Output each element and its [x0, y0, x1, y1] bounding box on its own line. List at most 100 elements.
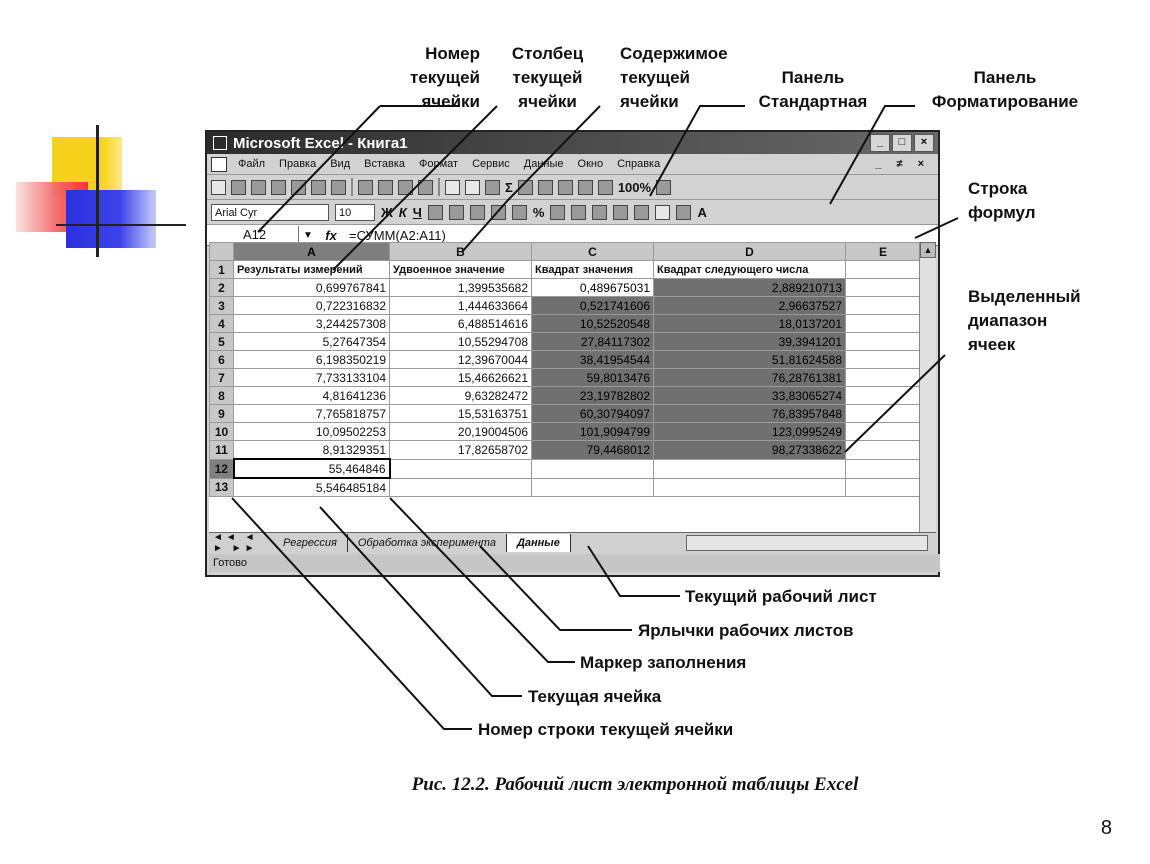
table-cell[interactable]: 60,30794097: [531, 404, 654, 423]
row-header[interactable]: 10: [209, 422, 234, 441]
table-cell[interactable]: 10,52520548: [531, 314, 654, 333]
table-cell[interactable]: 5,27647354: [233, 332, 390, 351]
row-header[interactable]: 7: [209, 368, 234, 387]
table-cell[interactable]: 2,889210713: [653, 278, 846, 297]
preview-icon[interactable]: [311, 179, 326, 195]
row-header[interactable]: 2: [209, 278, 234, 297]
row-header[interactable]: 3: [209, 296, 234, 315]
table-cell[interactable]: 8,91329351: [233, 440, 390, 460]
row-header[interactable]: 4: [209, 314, 234, 333]
table-cell[interactable]: 76,83957848: [653, 404, 846, 423]
percent-button[interactable]: %: [532, 204, 545, 220]
cell-c13[interactable]: [531, 477, 654, 497]
menu-data[interactable]: Данные: [523, 158, 564, 170]
table-cell[interactable]: 9,63282472: [389, 386, 532, 405]
table-cell[interactable]: 20,19004506: [389, 422, 532, 441]
drawing-icon[interactable]: [597, 179, 613, 195]
table-cell[interactable]: 10,55294708: [389, 332, 532, 351]
row-header[interactable]: 11: [209, 440, 234, 460]
font-color-icon[interactable]: A: [697, 204, 707, 220]
table-cell[interactable]: 33,83065274: [653, 386, 846, 405]
tab-navigation-arrows[interactable]: ◄◄ ◄ ► ►►: [213, 532, 258, 554]
table-cell[interactable]: 3,244257308: [233, 314, 390, 333]
table-cell[interactable]: 15,46626621: [389, 368, 532, 387]
cell-d12[interactable]: [653, 458, 846, 479]
cell-b13[interactable]: [389, 477, 532, 497]
empty-cell[interactable]: [845, 296, 921, 315]
table-cell[interactable]: 6,198350219: [233, 350, 390, 369]
table-cell[interactable]: 59,8013476: [531, 368, 654, 387]
menu-view[interactable]: Вид: [330, 158, 351, 170]
vertical-scrollbar[interactable]: ▲: [919, 242, 936, 532]
table-cell[interactable]: 2,96637527: [653, 296, 846, 315]
new-icon[interactable]: [211, 179, 226, 195]
spell-icon[interactable]: [331, 179, 346, 195]
column-header-d[interactable]: D: [653, 242, 846, 261]
column-header-c[interactable]: C: [531, 242, 654, 261]
tab-experiment[interactable]: Обработка эксперимента: [348, 534, 507, 552]
horizontal-scrollbar[interactable]: [686, 535, 928, 551]
menu-insert[interactable]: Вставка: [364, 158, 406, 170]
format-painter-icon[interactable]: [418, 179, 433, 195]
menu-tools[interactable]: Сервис: [472, 158, 510, 170]
italic-button[interactable]: К: [398, 204, 407, 220]
table-cell[interactable]: 15,53163751: [389, 404, 532, 423]
empty-cell[interactable]: [845, 422, 921, 441]
print-icon[interactable]: [291, 179, 306, 195]
chevron-down-icon[interactable]: ▼: [303, 229, 313, 241]
menu-format[interactable]: Формат: [419, 158, 459, 170]
cell-c1[interactable]: Квадрат значения: [531, 260, 654, 279]
table-cell[interactable]: 27,84117302: [531, 332, 654, 351]
table-cell[interactable]: 1,444633664: [389, 296, 532, 315]
table-cell[interactable]: 10,09502253: [233, 422, 390, 441]
menu-edit[interactable]: Правка: [279, 158, 317, 170]
empty-cell[interactable]: [845, 386, 921, 405]
document-icon[interactable]: [211, 156, 227, 172]
row-header[interactable]: 9: [209, 404, 234, 423]
undo-icon[interactable]: [445, 179, 460, 195]
function-fx-icon[interactable]: fx: [325, 227, 337, 243]
table-cell[interactable]: 18,0137201: [653, 314, 846, 333]
table-cell[interactable]: 79,4468012: [531, 440, 654, 460]
empty-cell[interactable]: [845, 440, 921, 460]
empty-cell[interactable]: [845, 350, 921, 369]
table-cell[interactable]: 38,41954544: [531, 350, 654, 369]
chart-wizard-icon[interactable]: [577, 179, 593, 195]
scroll-up-icon[interactable]: ▲: [920, 242, 936, 258]
table-cell[interactable]: 12,39670044: [389, 350, 532, 369]
open-icon[interactable]: [231, 179, 246, 195]
row-header[interactable]: 5: [209, 332, 234, 351]
empty-cell[interactable]: [845, 278, 921, 297]
align-right-icon[interactable]: [469, 204, 485, 220]
fill-color-icon[interactable]: [676, 204, 692, 220]
zoom-select[interactable]: 100%: [617, 179, 652, 195]
hyperlink-icon[interactable]: [485, 179, 500, 195]
row-header[interactable]: 13: [209, 477, 234, 497]
align-left-icon[interactable]: [427, 204, 443, 220]
empty-cell[interactable]: [845, 404, 921, 423]
thousands-icon[interactable]: [550, 204, 566, 220]
cell-e12[interactable]: [845, 458, 921, 479]
table-cell[interactable]: 0,722316832: [233, 296, 390, 315]
table-cell[interactable]: 23,19782802: [531, 386, 654, 405]
cell-c12[interactable]: [531, 458, 654, 479]
close-button[interactable]: ×: [914, 134, 934, 152]
maximize-button[interactable]: □: [892, 134, 912, 152]
row-header[interactable]: 1: [209, 260, 234, 279]
table-cell[interactable]: 7,733133104: [233, 368, 390, 387]
sort-asc-icon[interactable]: [537, 179, 553, 195]
document-window-controls[interactable]: _ ≠ ×: [875, 158, 930, 170]
table-cell[interactable]: 0,699767841: [233, 278, 390, 297]
formula-input[interactable]: =СУММ(A2:A11): [349, 227, 446, 243]
table-cell[interactable]: 98,27338622: [653, 440, 846, 460]
cell-b1[interactable]: Удвоенное значение: [389, 260, 532, 279]
underline-button[interactable]: Ч: [412, 204, 422, 220]
cell-a13[interactable]: 5,546485184: [233, 477, 390, 497]
column-header-e[interactable]: E: [845, 242, 921, 261]
decrease-decimal-icon[interactable]: [592, 204, 608, 220]
table-cell[interactable]: 17,82658702: [389, 440, 532, 460]
table-cell[interactable]: 4,81641236: [233, 386, 390, 405]
increase-decimal-icon[interactable]: [571, 204, 587, 220]
menu-window[interactable]: Окно: [577, 158, 604, 170]
borders-icon[interactable]: [655, 204, 671, 220]
